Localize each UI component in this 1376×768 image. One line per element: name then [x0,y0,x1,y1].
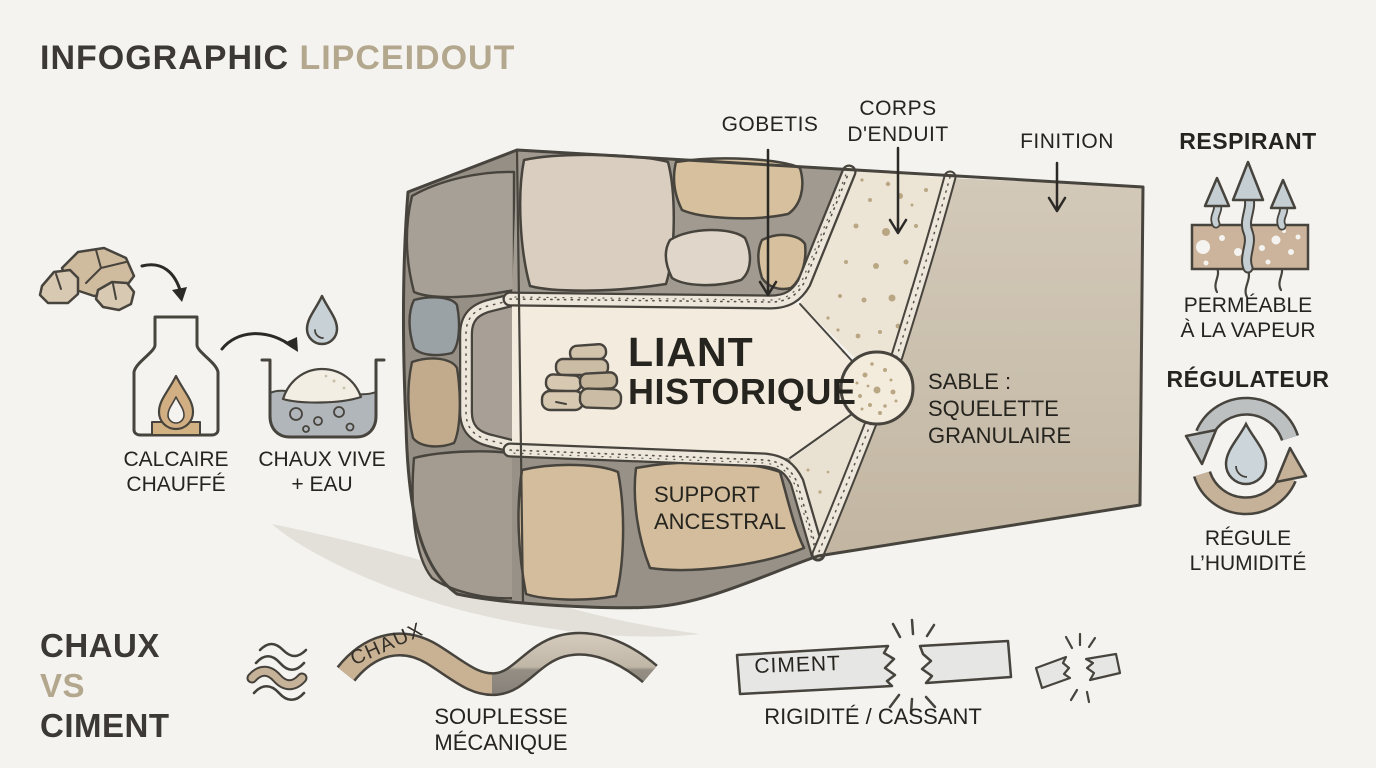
limestone-rocks-icon [38,246,136,312]
ciment-broken-bar [735,618,1013,715]
humidity-cycle-icon [1184,396,1308,516]
gobetis-label: GOBETIS [721,113,819,136]
vapor-permeable-icon [1190,160,1310,299]
page-title: INFOGRAPHIC LIPCEIDOUT [40,38,515,78]
arrow-kiln-to-bucket [220,332,298,352]
calcaire-chauffe-label: CALCAIRE CHAUFFÉ [123,448,229,496]
corps-enduit-label: CORPS D'ENDUIT [847,97,949,146]
ciment-bar-label: CIMENT [754,651,842,678]
wave-lines-icon [246,642,308,702]
impact-lines [888,618,937,715]
finition-layer [818,178,1143,556]
liant-band [512,296,852,458]
wall-stones-lower [512,451,818,608]
stone-stack-icon [540,343,623,412]
sable-label: SABLE : SQUELETTE GRANULAIRE [928,369,1072,448]
wall-left-face [403,150,523,603]
liant-historique-title: LIANT HISTORIQUE [628,329,857,412]
respirant-title: RESPIRANT [1179,128,1317,154]
layer-label-arrows [758,146,1067,297]
finition-boundary-layer [811,170,957,561]
humidity-drop-icon [1224,421,1268,486]
enduit-arrow [888,146,908,235]
page-title-dark: INFOGRAPHIC [40,39,289,77]
impact-lines [1064,632,1097,704]
wall-outline [402,148,1145,610]
bucket-icon [260,358,386,439]
ciment-shard-icon [1034,632,1122,704]
regule-humidite-caption: RÉGULE L’HUMIDITÉ [1189,527,1307,575]
arrow-rocks-to-kiln [140,263,187,302]
sand-magnifier [839,350,915,426]
lime-process [38,246,386,439]
gobetis-layer [502,164,857,562]
souplesse-caption: SOUPLESSE MÉCANIQUE [434,704,568,755]
wall-illustration [402,146,1145,610]
chaux-wave-band [336,631,658,697]
regulateur-title: RÉGULATEUR [1166,366,1330,392]
gobetis-arrow [758,148,778,297]
comparison-title: CHAUX VS CIMENT [40,627,170,744]
wall-shadow [272,524,700,637]
finition-label: FINITION [1020,130,1114,153]
wall-stones-upper [512,150,849,302]
finition-arrow [1047,161,1067,213]
permeable-caption: PERMÉABLE À LA VAPEUR [1180,294,1316,342]
water-drop-icon [305,294,339,346]
support-ancestral-label: SUPPORT ANCESTRAL [654,482,787,534]
page-title-light: LIPCEIDOUT [299,39,516,77]
chaux-vive-eau-label: CHAUX VIVE + EAU [258,448,386,496]
kiln-icon [132,315,220,437]
rigidite-caption: RIGIDITÉ / CASSANT [764,704,982,729]
